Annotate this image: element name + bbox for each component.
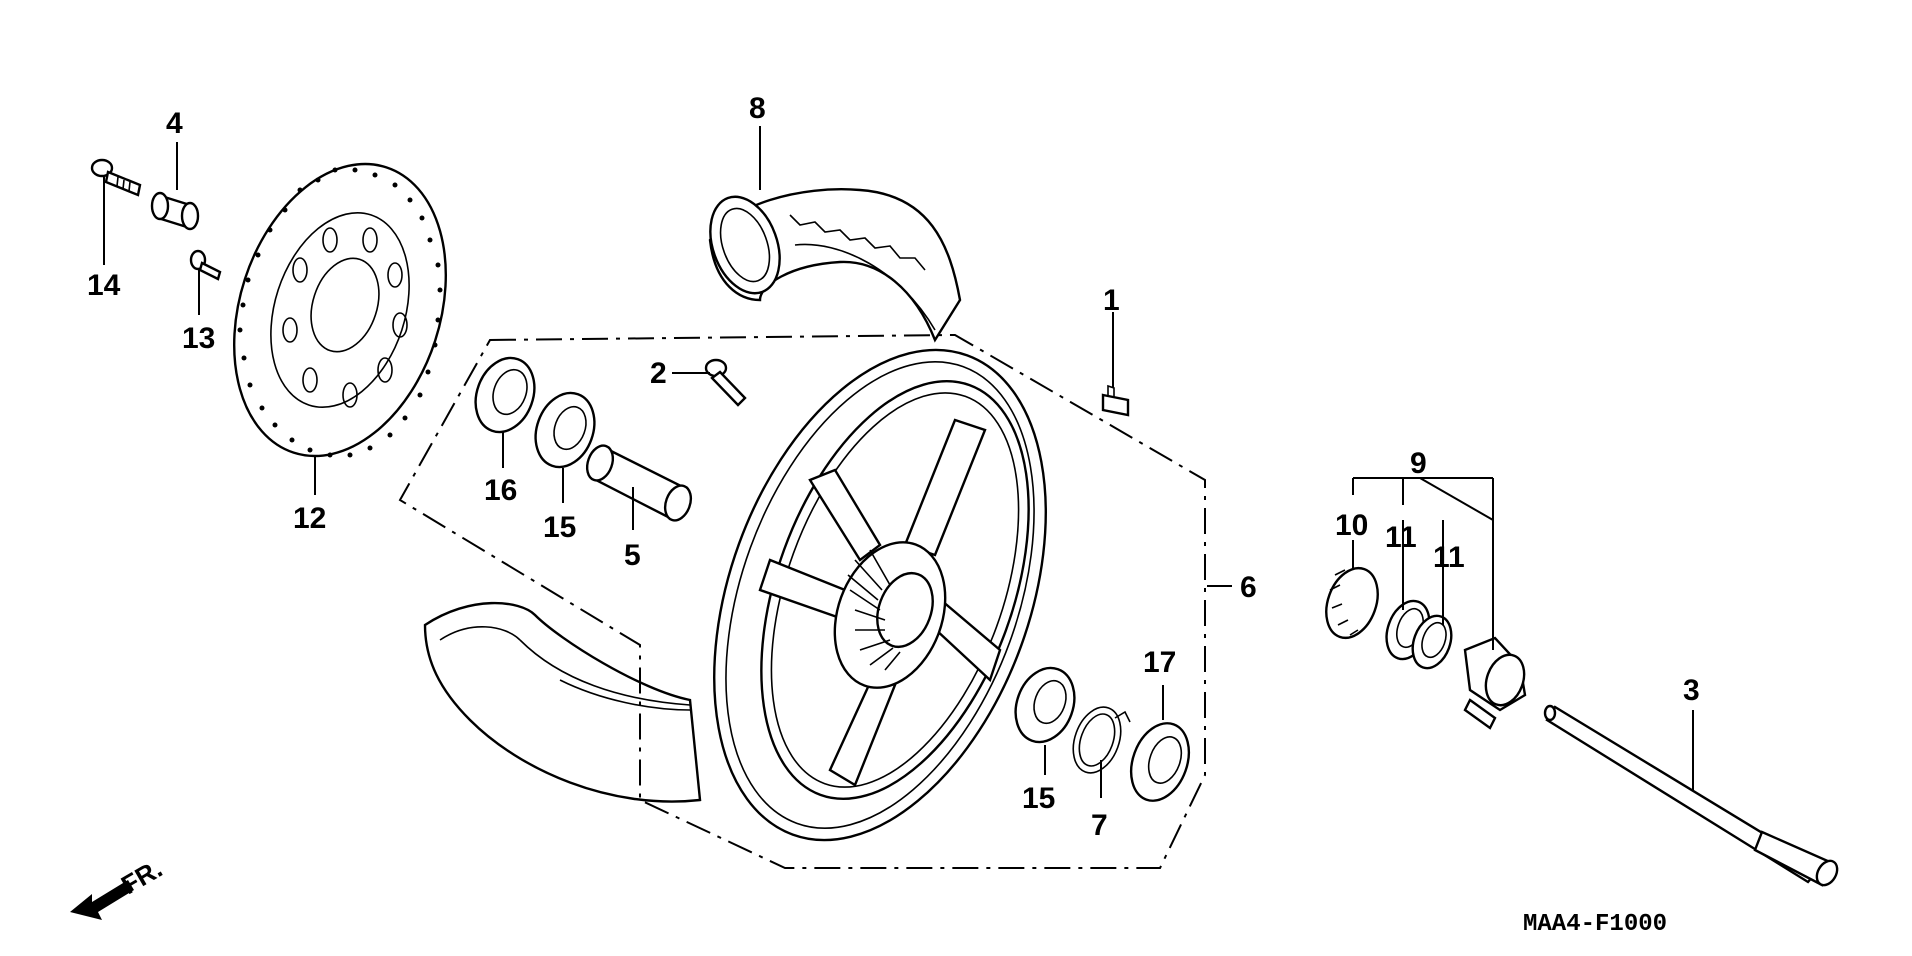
distance-collar [585,444,693,522]
callout-3: 3 [1683,674,1700,707]
callout-15a: 15 [543,511,576,544]
wheel-rim [713,348,1047,842]
callout-9: 9 [1410,447,1427,480]
axle [1543,704,1839,887]
gearbox-housing [1463,636,1527,730]
callout-6: 6 [1240,571,1257,604]
callout-12: 12 [293,502,326,535]
callout-2: 2 [650,357,667,390]
callout-7: 7 [1091,809,1108,842]
valve [704,358,747,407]
callout-11a: 11 [1385,521,1417,554]
callout-15b: 15 [1022,782,1055,815]
callout-13: 13 [182,322,215,355]
callout-10: 10 [1335,509,1368,542]
callout-14: 14 [87,269,121,302]
disc-bolt [90,158,142,197]
leader-lines [103,126,1694,798]
callout-4: 4 [166,107,183,140]
fitting [189,249,222,281]
bearing-16 [474,356,536,434]
gear-seal [1411,614,1453,670]
bearing-15-right [1014,666,1076,744]
collar [150,191,200,231]
callout-17: 17 [1143,646,1176,679]
brake-disc [232,162,448,458]
tire-upper [708,188,962,343]
dust-seal [1129,722,1191,802]
callout-8: 8 [749,92,766,125]
speedometer-gear [1325,566,1379,640]
tire-lower [423,601,702,803]
retainer [1072,706,1131,774]
diagram-code: MAA4-F1000 [1523,911,1667,938]
bearing-15-left [534,391,596,469]
callout-1: 1 [1103,284,1120,317]
balance-weight [1101,384,1130,417]
callout-16: 16 [484,474,517,507]
assembly-outline [398,333,1206,869]
front-direction-arrow: FR. [70,853,167,920]
callout-5: 5 [624,539,641,572]
callout-11b: 11 [1433,541,1465,574]
